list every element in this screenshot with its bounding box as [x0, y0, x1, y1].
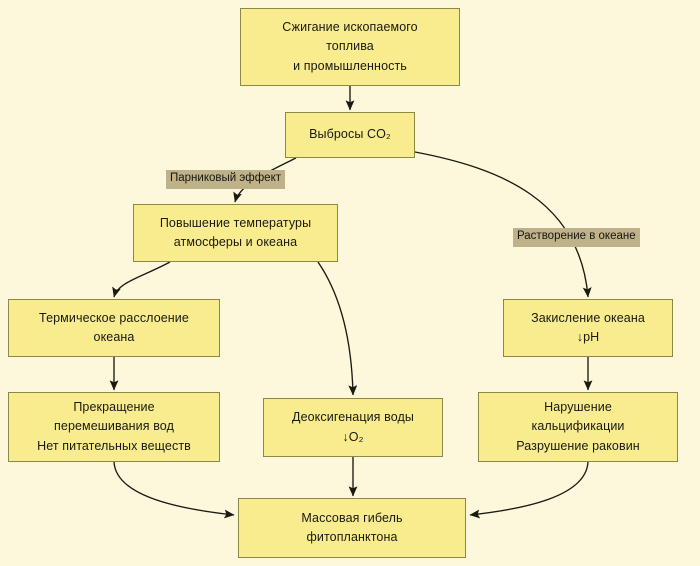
edge-mixing-to-phytoplankton [113, 461, 235, 519]
node-line: океана [93, 330, 135, 344]
ocean-acidification-node[interactable]: Закисление океана ↓pH [503, 299, 673, 357]
node-line: Термическое расслоение [39, 310, 189, 325]
node-line: ↓pH [576, 330, 600, 344]
node-line: Разрушение раковин [516, 438, 640, 453]
fossil-fuel-burning-node[interactable]: Сжигание ископаемого топлива и промышлен… [240, 8, 460, 86]
node-line: Сжигание ископаемого [282, 19, 418, 34]
phytoplankton-death-node[interactable]: Массовая гибель фитопланктона [238, 498, 466, 558]
node-line: атмосферы и океана [173, 235, 298, 249]
node-line: ↓O₂ [342, 429, 364, 444]
co2-emissions-node[interactable]: Выбросы CO₂ [285, 112, 415, 158]
node-line: Нарушение [544, 399, 612, 414]
node-line: Прекращение [73, 399, 155, 414]
node-line: и промышленность [293, 58, 407, 73]
thermal-stratification-node[interactable]: Термическое расслоение океана [8, 299, 220, 357]
deoxygenation-node[interactable]: Деоксигенация воды ↓O₂ [263, 398, 443, 457]
edge-temperature-to-deoxygenation [317, 261, 358, 396]
node-line: Повышение температуры [159, 215, 312, 230]
node-line: Деоксигенация воды [292, 410, 414, 425]
node-line: Выбросы CO₂ [309, 127, 391, 142]
edge-temperature-to-stratification [112, 261, 171, 298]
node-line: Нет питательных веществ [37, 438, 191, 453]
mixing-cessation-node[interactable]: Прекращение перемешивания вод Нет питате… [8, 392, 220, 462]
temperature-rise-node[interactable]: Повышение температуры атмосферы и океана [133, 204, 338, 262]
edge-label-greenhouse-effect: Парниковый эффект [166, 170, 285, 189]
node-line: перемешивания вод [54, 419, 174, 434]
edge-co2-to-acidification [414, 151, 592, 298]
edge-calcification-to-phytoplankton [469, 461, 589, 519]
node-line: Закисление океана [531, 310, 645, 325]
node-line: кальцификации [531, 419, 625, 434]
node-line: Массовая гибель [301, 510, 403, 525]
edge-label-ocean-dissolution: Растворение в океане [513, 228, 640, 247]
calcification-disruption-node[interactable]: Нарушение кальцификации Разрушение раков… [478, 392, 678, 462]
node-line: топлива [326, 39, 374, 54]
node-line: фитопланктона [306, 530, 398, 544]
